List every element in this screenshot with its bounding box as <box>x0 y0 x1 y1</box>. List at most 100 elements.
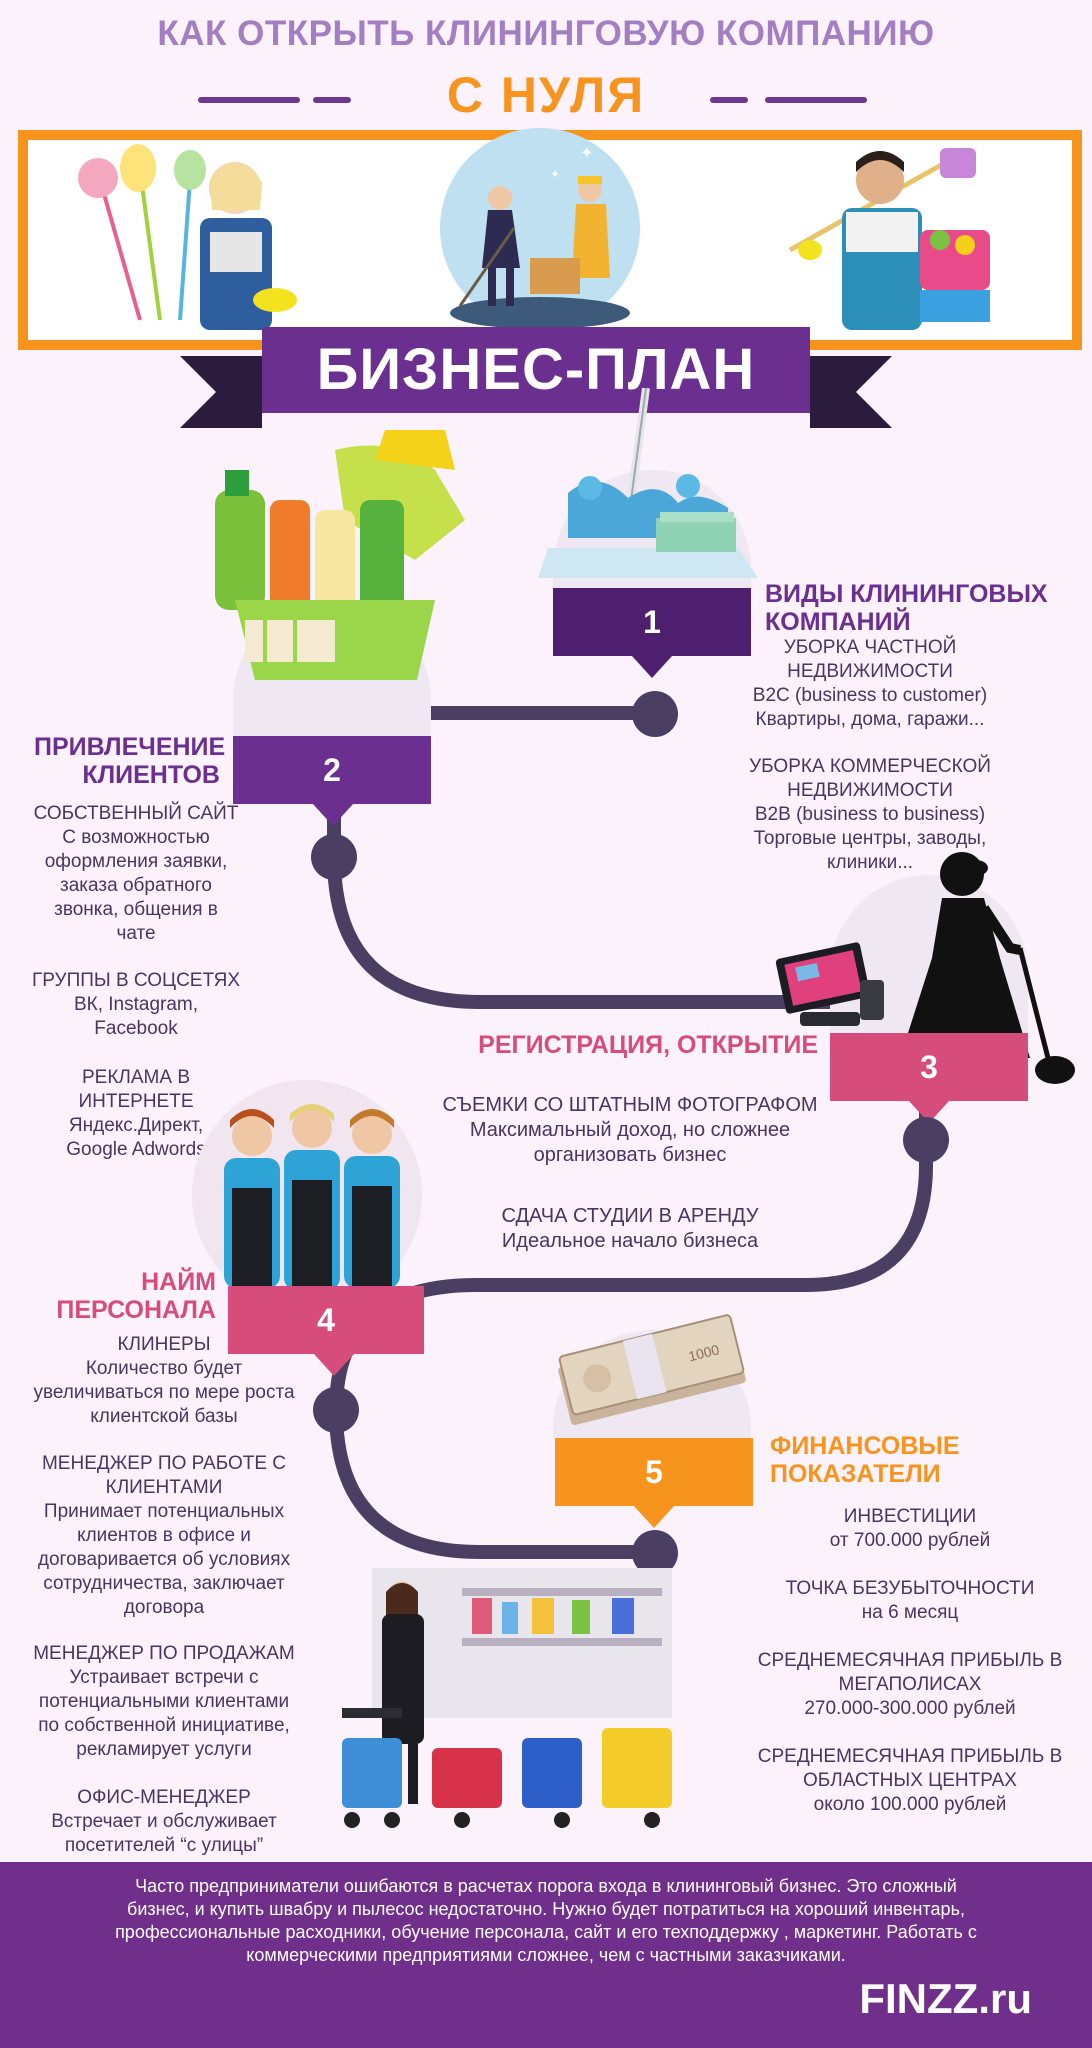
decor-dash <box>313 97 351 103</box>
svg-text:✦: ✦ <box>550 167 560 181</box>
svg-text:1000: 1000 <box>687 1341 721 1364</box>
step2-c4: Google Adwords <box>66 1139 206 1160</box>
step4-heading-l1: НАЙМ <box>141 1268 216 1296</box>
step3-a1: СЪЕМКИ СО ШТАТНЫМ ФОТОГРАФОМ <box>442 1094 818 1116</box>
step3-heading: РЕГИСТРАЦИЯ, ОТКРЫТИЕ <box>478 1031 818 1059</box>
step2-a5: звонка, общения в <box>54 899 218 920</box>
step4-b5: договаривается об условиях <box>37 1549 291 1570</box>
step5-a2: от 700.000 рублей <box>829 1530 991 1551</box>
svg-text:✦: ✦ <box>580 145 593 162</box>
step2-c1: РЕКЛАМА В <box>81 1067 190 1088</box>
step4-c1: МЕНЕДЖЕР ПО ПРОДАЖАМ <box>33 1643 295 1664</box>
step5-heading: ФИНАНСОВЫЕ ПОКАЗАТЕЛИ <box>770 1432 960 1488</box>
step5-text-c: СРЕДНЕМЕСЯЧНАЯ ПРИБЫЛЬ В МЕГАПОЛИСАХ 270… <box>740 1649 1080 1721</box>
step5-text-b: ТОЧКА БЕЗУБЫТОЧНОСТИ на 6 месяц <box>740 1577 1080 1625</box>
step4-d1: ОФИС-МЕНЕДЖЕР <box>77 1787 251 1808</box>
ribbon-tail-right <box>810 356 892 428</box>
footer-note: Часто предприниматели ошибаются в расчет… <box>30 1875 1062 1967</box>
step5-d3: около 100.000 рублей <box>813 1794 1007 1815</box>
decor-dash <box>710 97 748 103</box>
step4-heading: НАЙМ ПЕРСОНАЛА <box>30 1268 216 1324</box>
step1-b1: УБОРКА КОММЕРЧЕСКОЙ <box>749 756 991 777</box>
step1-pointer <box>632 656 672 678</box>
office-equipment-photo <box>342 1568 672 1828</box>
footer-line4: коммерческими предприятиями сложнее, чем… <box>246 1945 846 1965</box>
step4-b3: Принимает потенциальных <box>43 1501 285 1522</box>
mop-icon <box>538 388 758 578</box>
step4-number-box: 4 <box>228 1286 424 1354</box>
decor-dash <box>765 97 867 103</box>
step1-a2: НЕДВИЖИМОСТИ <box>787 661 953 682</box>
step4-text-a: КЛИНЕРЫ Количество будет увеличиваться п… <box>14 1333 314 1429</box>
step1-a3: B2C (business to customer) <box>752 685 988 706</box>
step4-pointer <box>314 1354 354 1376</box>
step3-text-a: СЪЕМКИ СО ШТАТНЫМ ФОТОГРАФОМ Максимальны… <box>390 1093 870 1168</box>
step5-c2: МЕГАПОЛИСАХ <box>838 1674 982 1695</box>
step5-text-d: СРЕДНЕМЕСЯЧНАЯ ПРИБЫЛЬ В ОБЛАСТНЫХ ЦЕНТР… <box>740 1745 1080 1817</box>
team-photo-icon <box>224 1104 400 1290</box>
step5-c3: 270.000-300.000 рублей <box>804 1698 1016 1719</box>
step4-c4: по собственной инициативе, <box>38 1715 290 1736</box>
step1-text-a: УБОРКА ЧАСТНОЙ НЕДВИЖИМОСТИ B2C (busines… <box>710 636 1030 732</box>
step1-b5: клиники... <box>826 852 914 873</box>
step3-node <box>903 1117 949 1163</box>
step5-number-box: 5 <box>555 1438 753 1506</box>
step3-number-box: 3 <box>830 1033 1028 1101</box>
step1-b2: НЕДВИЖИМОСТИ <box>787 780 953 801</box>
step1-heading-l1: ВИДЫ КЛИНИНГОВЫХ <box>765 580 1048 608</box>
step1-number-box: 1 <box>553 588 751 656</box>
step2-heading: ПРИВЛЕЧЕНИЕ КЛИЕНТОВ <box>34 733 226 789</box>
brand-logo[interactable]: FINZZ.ru <box>859 1975 1032 2022</box>
cleaning-crew-illustration: ✦ ✦ <box>440 128 640 328</box>
step4-text-b: МЕНЕДЖЕР ПО РАБОТЕ С КЛИЕНТАМИ Принимает… <box>14 1452 314 1620</box>
step2-b3: Facebook <box>94 1018 178 1039</box>
step1-heading-l2: КОМПАНИЙ <box>765 608 911 636</box>
step4-b4: клиентов в офисе и <box>77 1525 251 1546</box>
step1-text-b: УБОРКА КОММЕРЧЕСКОЙ НЕДВИЖИМОСТИ B2B (bu… <box>710 755 1030 875</box>
step5-heading-l2: ПОКАЗАТЕЛИ <box>770 1460 941 1488</box>
step2-a6: чате <box>116 923 156 944</box>
pos-terminal-icon <box>775 942 884 1026</box>
step3-a3: организовать бизнес <box>533 1144 727 1166</box>
business-plan-banner: БИЗНЕС-ПЛАН <box>262 327 810 413</box>
footer-line3: профессиональные расходники, обучение пе… <box>115 1922 977 1942</box>
step4-c2: Устраивает встречи с <box>69 1667 259 1688</box>
step5-text-a: ИНВЕСТИЦИИ от 700.000 рублей <box>740 1505 1080 1553</box>
step4-d2: Встречает и обслуживает <box>51 1811 277 1832</box>
money-stack-icon: 1000 <box>558 1314 746 1426</box>
step4-b6: сотрудничества, заключает <box>43 1573 285 1594</box>
step2-text-b: ГРУППЫ В СОЦСЕТЯХ ВК, Instagram, Faceboo… <box>12 969 260 1041</box>
supplies-basket-icon <box>215 430 465 680</box>
step4-a1: КЛИНЕРЫ <box>117 1334 211 1355</box>
step3-b2: Идеальное начало бизнеса <box>501 1230 759 1252</box>
step4-node <box>313 1387 359 1433</box>
page-title: КАК ОТКРЫТЬ КЛИНИНГОВУЮ КОМПАНИЮ <box>157 14 935 53</box>
ribbon-tail-left <box>180 356 262 428</box>
footer-panel <box>0 1862 1092 2048</box>
step2-heading-l1: ПРИВЛЕЧЕНИЕ <box>34 733 226 761</box>
step5-heading-l1: ФИНАНСОВЫЕ <box>770 1432 960 1460</box>
step5-pointer <box>634 1506 674 1528</box>
step2-a1: СОБСТВЕННЫЙ САЙТ <box>33 803 239 824</box>
step2-b2: ВК, Instagram, <box>73 994 199 1015</box>
step2-pointer <box>313 804 353 826</box>
step4-d3: посетителей “с улицы” <box>64 1835 264 1856</box>
step1-node <box>632 691 678 737</box>
step5-a1: ИНВЕСТИЦИИ <box>843 1506 977 1527</box>
step4-b2: КЛИЕНТАМИ <box>105 1477 223 1498</box>
step3-text-b: СДАЧА СТУДИИ В АРЕНДУ Идеальное начало б… <box>390 1204 870 1254</box>
step1-a4: Квартиры, дома, гаражи... <box>755 709 985 730</box>
step2-c2: ИНТЕРНЕТЕ <box>78 1091 194 1112</box>
decor-dash <box>198 97 300 103</box>
step1-heading: ВИДЫ КЛИНИНГОВЫХ КОМПАНИЙ <box>765 580 1048 636</box>
step5-c1: СРЕДНЕМЕСЯЧНАЯ ПРИБЫЛЬ В <box>757 1650 1063 1671</box>
step2-text-c: РЕКЛАМА В ИНТЕРНЕТЕ Яндекс.Директ, Googl… <box>12 1066 260 1162</box>
step4-a4: клиентской базы <box>90 1406 238 1427</box>
step4-a2: Количество будет <box>85 1358 243 1379</box>
step5-b1: ТОЧКА БЕЗУБЫТОЧНОСТИ <box>785 1578 1035 1599</box>
step4-text-d: ОФИС-МЕНЕДЖЕР Встречает и обслуживает по… <box>14 1786 314 1858</box>
cleaner-man-illustration <box>788 148 990 330</box>
step1-b3: B2B (business to business) <box>754 804 986 825</box>
step4-text-c: МЕНЕДЖЕР ПО ПРОДАЖАМ Устраивает встречи … <box>14 1642 314 1762</box>
